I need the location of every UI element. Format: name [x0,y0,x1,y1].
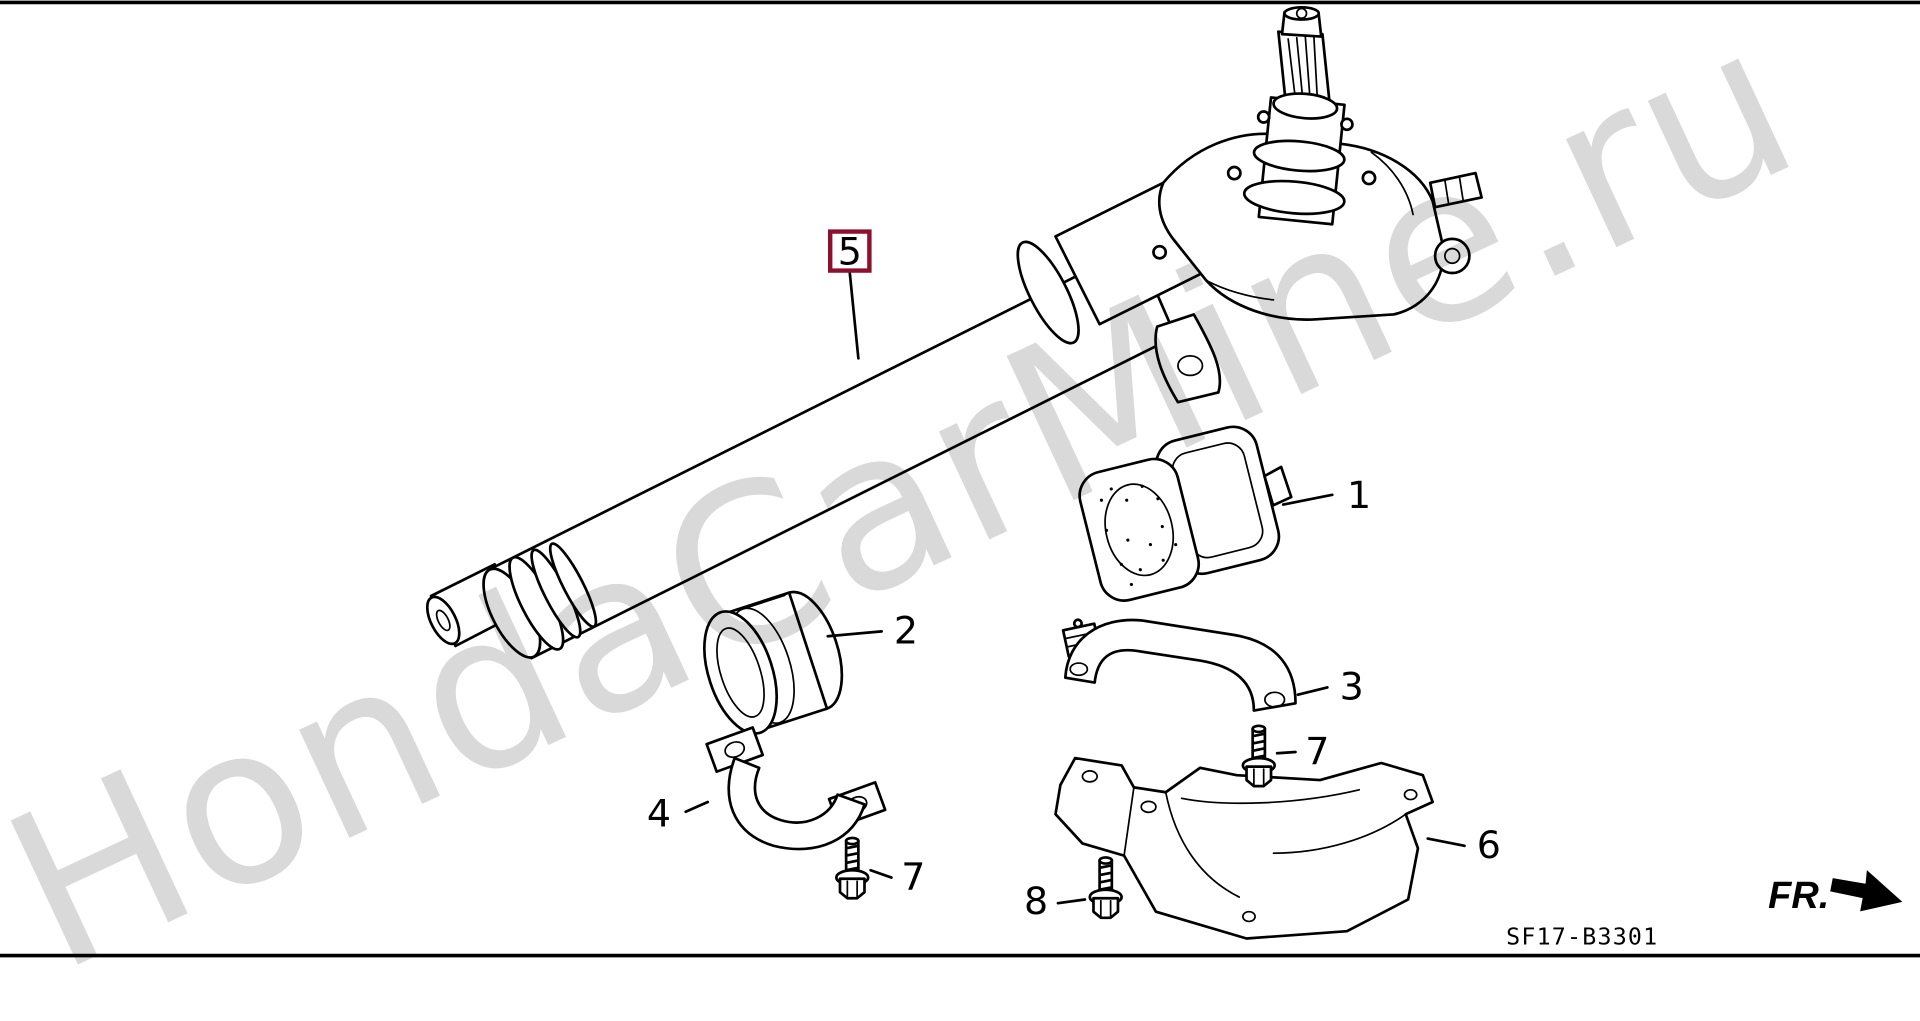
callout-3[interactable]: 3 [1340,665,1364,709]
callout-3-label[interactable]: 3 [1340,665,1364,709]
input-shaft [1272,5,1339,120]
callout-8[interactable]: 8 [1024,879,1048,923]
callout-4-label[interactable]: 4 [647,791,671,835]
callout-6[interactable]: 6 [1477,823,1501,867]
rack-tube [482,244,1177,660]
callout-2[interactable]: 2 [894,609,918,653]
callout-4[interactable]: 4 [647,791,671,835]
leader-line-4 [684,800,710,814]
callout-2-label[interactable]: 2 [894,609,918,653]
valve-body [1242,96,1354,226]
callout-7-upper[interactable]: 7 [1305,729,1329,773]
part-guard-plate [1054,756,1434,940]
hydraulic-fitting [1428,171,1483,275]
callout-7-lower[interactable]: 7 [901,855,925,899]
callout-7-lower-label[interactable]: 7 [901,855,925,899]
callout-1-label[interactable]: 1 [1347,473,1371,517]
casting-bolt-icon [1361,170,1377,186]
part-bushing [703,590,844,735]
leader-line-5 [848,271,860,360]
callout-1[interactable]: 1 [1347,473,1371,517]
bolt-7-lower [834,836,870,900]
leader-line-3 [1296,686,1329,697]
part-cushion-mount [1078,425,1293,602]
fr-label: FR. [1768,875,1829,917]
callout-5-highlight-box [828,229,872,273]
callout-6-label[interactable]: 6 [1477,823,1501,867]
part-bracket-lower [705,726,887,851]
leader-line-7-upper [1275,750,1297,755]
callout-5-label[interactable]: 5 [838,230,862,274]
bolt-7-upper [1241,724,1277,788]
leader-line-6 [1426,837,1466,848]
rubber-stipple [1099,484,1178,587]
fr-direction-indicator: FR. [1768,870,1903,917]
parts-diagram-artwork: 1 2 3 4 5 6 7 7 8 FR. [0,0,1920,958]
steering-gear-assembly [425,5,1483,660]
casting-bolt-icon [1226,165,1242,181]
callout-7-upper-label[interactable]: 7 [1305,729,1329,773]
leader-line-1 [1281,493,1334,506]
casting-bolt-icon [1152,244,1168,260]
gear-box-casting [1152,132,1483,404]
leader-line-8 [1056,898,1087,905]
leader-line-2 [826,630,883,638]
fr-arrow-icon [1830,870,1903,912]
leader-line-7-lower [869,868,893,879]
callout-5-highlighted[interactable]: 5 [828,229,872,274]
callout-8-label[interactable]: 8 [1024,879,1048,923]
mounting-ear [1154,313,1222,404]
diagram-code: SF17-B3301 [1506,924,1658,951]
bolt-8 [1088,856,1123,920]
part-bracket-upper [1061,618,1297,712]
